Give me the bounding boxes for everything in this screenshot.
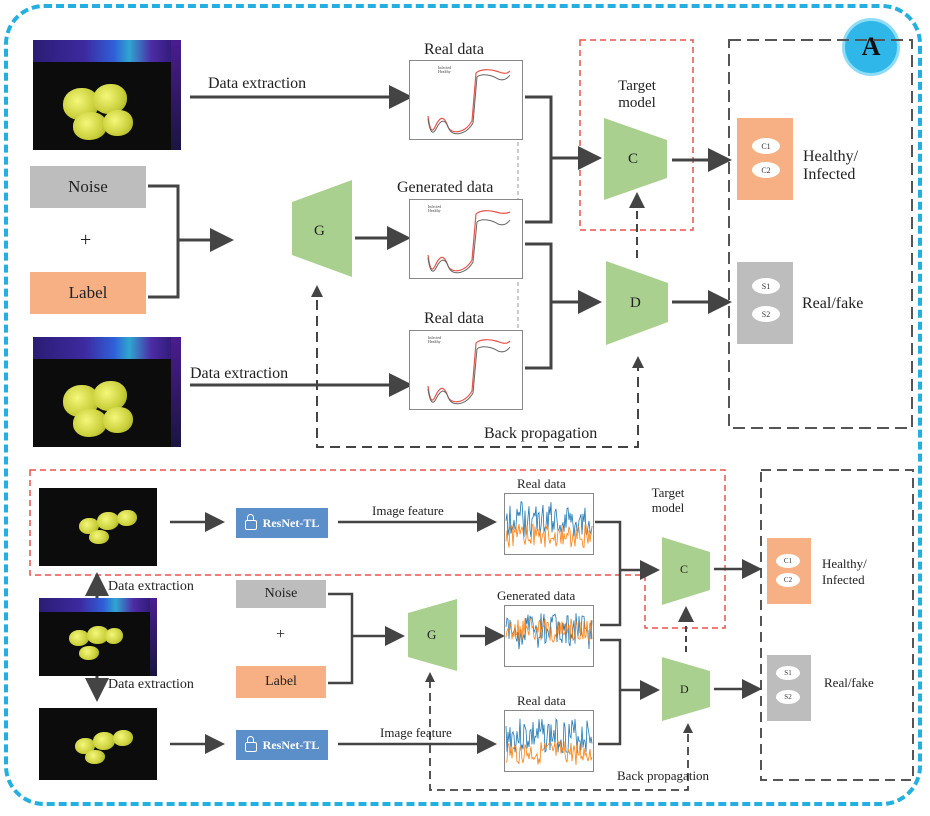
class-node: C1	[776, 554, 800, 568]
orange-series-trace	[505, 740, 593, 766]
panel-badge: A	[842, 18, 900, 76]
back-propagation-label: Back propagation	[484, 425, 598, 442]
chart-title: Generated data	[497, 588, 576, 603]
image-feature-label: Image feature	[380, 725, 452, 740]
class-node: C2	[776, 573, 800, 587]
target-model-box-bottom	[29, 469, 726, 629]
class-output-box	[767, 538, 811, 604]
resnet-tl-block: ResNet-TL	[236, 730, 328, 760]
chart-title: Real data	[424, 310, 484, 327]
classifier-trapezoid-top	[604, 118, 667, 200]
label-box: Label	[30, 272, 146, 314]
discriminator-trapezoid-bottom	[662, 657, 710, 721]
data-extraction-label: Data extraction	[108, 579, 194, 594]
hyperspectral-cube-bottom	[33, 337, 181, 447]
svg-text:Healthy: Healthy	[428, 339, 441, 344]
outer-frame	[4, 4, 922, 806]
healthy-infected-label: Healthy/ Infected	[822, 556, 867, 587]
leaf-image	[39, 708, 157, 780]
chart-title: Generated data	[397, 179, 494, 196]
generator-label: G	[314, 223, 325, 239]
real-fake-label: Real/fake	[802, 295, 864, 312]
realfake-node: S2	[752, 306, 780, 322]
realfake-node: S2	[776, 690, 800, 704]
feature-chart-real-1	[504, 493, 594, 555]
generator-trapezoid-bottom	[408, 599, 457, 671]
leaf-image	[39, 488, 157, 566]
chart-title: Real data	[517, 693, 566, 708]
class-node: C1	[752, 138, 780, 154]
spectrum-chart-real-1: Infected Healthy	[409, 60, 523, 140]
lock-icon	[244, 514, 257, 530]
realfake-node: S1	[752, 278, 780, 294]
blue-series-trace	[505, 718, 593, 754]
discriminator-label: D	[630, 295, 641, 311]
real-fake-label: Real/fake	[824, 675, 874, 690]
chart-title: Real data	[424, 41, 484, 58]
discriminator-trapezoid-top	[606, 261, 668, 345]
output-dashed-box-top	[728, 39, 913, 429]
target-model-label: Target model	[618, 78, 656, 111]
generator-trapezoid-top	[292, 180, 352, 277]
healthy-infected-label: Healthy/ Infected	[803, 148, 859, 184]
feature-chart-real-2	[504, 710, 594, 772]
target-model-label: Target model	[651, 485, 685, 515]
class-node: C2	[752, 162, 780, 178]
chart-title: Real data	[517, 476, 566, 491]
realfake-output-box	[737, 262, 793, 344]
resnet-tl-block: ResNet-TL	[236, 508, 328, 538]
noise-box: Noise	[30, 166, 146, 208]
svg-text:Healthy: Healthy	[438, 69, 451, 74]
hyperspectral-cube-small	[39, 598, 157, 676]
image-feature-label: Image feature	[372, 503, 444, 518]
noise-box: Noise	[236, 580, 326, 608]
discriminator-label: D	[680, 682, 689, 696]
generator-label: G	[427, 627, 437, 642]
label-box: Label	[236, 666, 326, 698]
plus-sign: +	[80, 229, 92, 251]
classifier-label: C	[680, 562, 689, 576]
data-extraction-label: Data extraction	[190, 365, 289, 382]
svg-text:Infected: Infected	[438, 65, 451, 70]
back-propagation-label: Back propagation	[617, 768, 710, 783]
output-dashed-box-bottom	[760, 469, 914, 781]
feature-chart-generated	[504, 605, 594, 667]
orange-series-trace	[505, 523, 593, 549]
spectrum-chart-generated: Infected Healthy	[409, 199, 523, 279]
hyperspectral-cube-top	[33, 40, 181, 150]
classifier-label: C	[628, 151, 639, 167]
data-extraction-label: Data extraction	[108, 677, 194, 692]
classifier-trapezoid-bottom	[662, 537, 710, 605]
svg-text:Infected: Infected	[428, 204, 441, 209]
svg-text:Healthy: Healthy	[428, 208, 441, 213]
realfake-node: S1	[776, 666, 800, 680]
data-extraction-label: Data extraction	[208, 75, 307, 92]
orange-series-trace	[505, 617, 593, 643]
svg-text:Infected: Infected	[428, 335, 441, 340]
plus-sign: +	[276, 626, 286, 643]
spectrum-chart-real-2: Infected Healthy	[409, 330, 523, 410]
target-model-box-top	[579, 39, 694, 231]
realfake-output-box	[767, 655, 811, 721]
lock-icon	[244, 736, 257, 752]
class-output-box	[737, 118, 793, 200]
